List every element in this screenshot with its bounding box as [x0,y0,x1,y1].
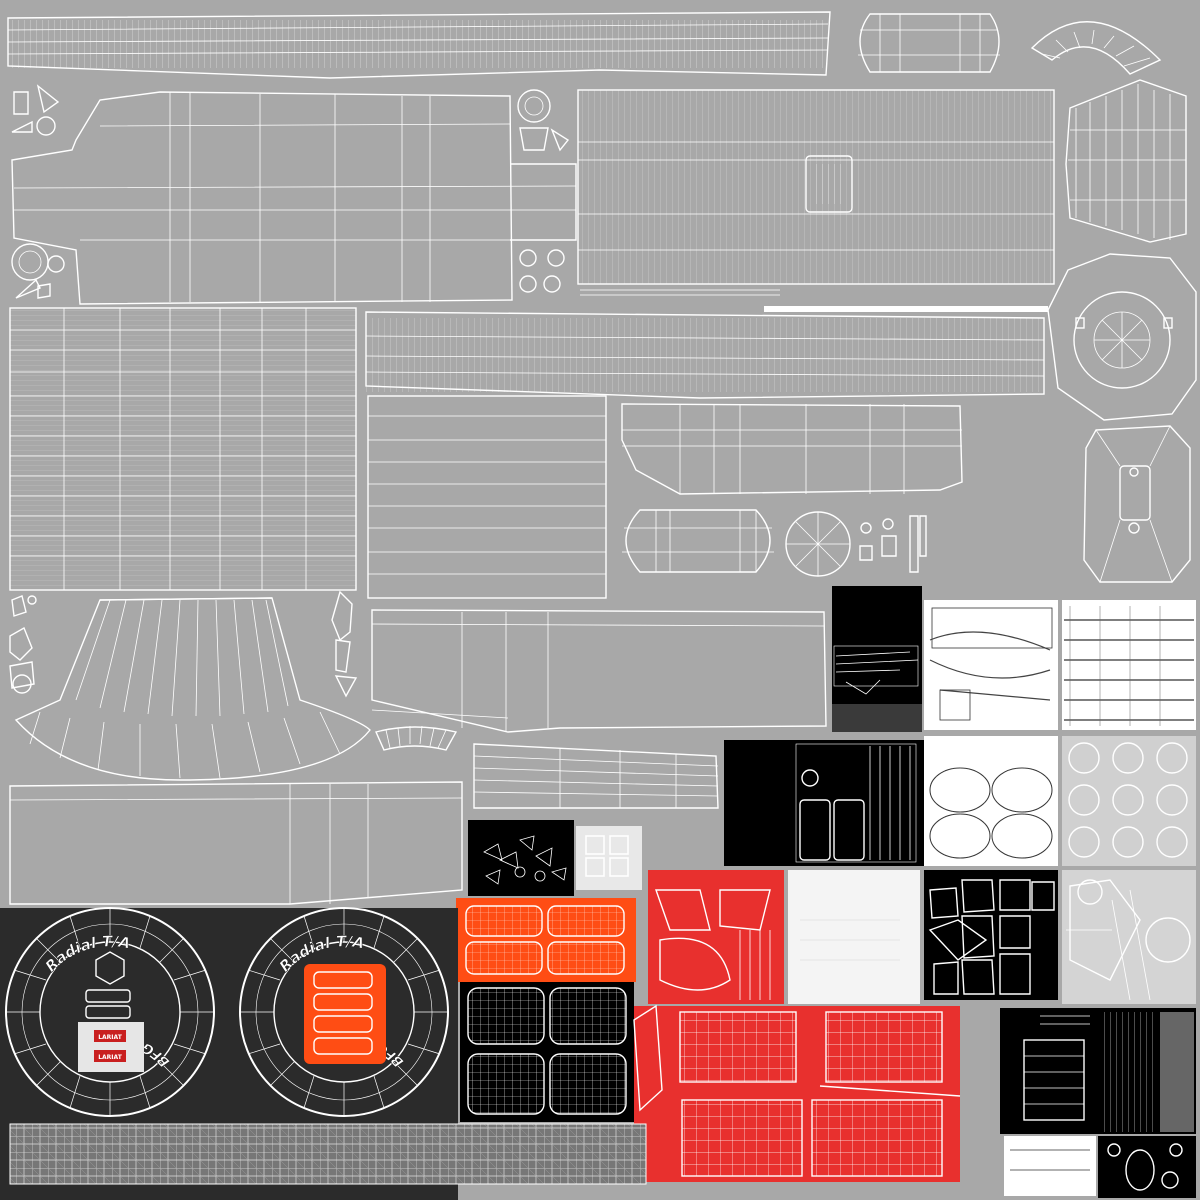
texture-tile-lines [1100,1008,1196,1134]
uv-shell-bolts [859,515,927,573]
uv-shell-tailgate [9,781,463,905]
uv-shell-bumper [621,403,963,495]
texture-tile-black-cubes [924,870,1058,1000]
texture-tile-window [576,826,642,890]
lariat-badge-text-2: LARIAT [98,1054,122,1061]
texture-tile-red-headlights [633,1004,961,1182]
texture-tile-dark-2 [1000,1008,1100,1134]
uv-shell-small-gems [9,590,358,698]
texture-tile-dark-1 [832,586,922,732]
lariat-badge-panel: LARIAT LARIAT [78,1022,144,1072]
orange-lens-panel [304,964,386,1064]
texture-tile-rims [1062,736,1196,866]
texture-tile-wire-4 [1004,1136,1096,1196]
lariat-badge-text-1: LARIAT [98,1034,122,1041]
texture-tile-black-parts [724,740,924,866]
uv-shell-fender-arc [14,597,371,781]
uv-shell-capsule-top [858,13,1000,73]
uv-shell-tank-piece [1083,425,1191,583]
texture-tile-black-grille [460,982,634,1122]
uv-shell-floor-panel [367,395,607,599]
texture-tile-orange-grille [456,898,636,982]
texture-tile-dark-3 [1098,1136,1196,1198]
uv-shell-top-strip [7,11,831,79]
uv-shell-capsule-mid [622,509,774,573]
uv-shell-door-panel [371,609,827,733]
tire-tread-strip [9,1123,647,1185]
texture-tile-small-wire [468,820,574,896]
uv-shell-small-pieces-mid [517,89,570,293]
texture-tile-wire-3 [1062,870,1196,1004]
uv-shell-seat-back [1065,79,1187,243]
uv-shell-wheel-hub-top [1047,253,1197,421]
uv-shell-wheel-small [785,511,851,577]
uv-shell-arc-top [1030,21,1162,75]
texture-tile-wire-2 [1062,600,1196,730]
texture-tile-red-lights [648,870,784,1004]
uv-shell-roof-panel [577,89,1055,312]
uv-shell-small-pieces-left [11,84,65,299]
texture-tile-wheels-wire [924,736,1058,866]
texture-tile-wire-1 [924,600,1058,730]
uv-shell-stacked-panels [9,307,357,591]
uv-shell-bed-side [365,311,1045,399]
uv-shell-cab-side [11,91,577,305]
uv-shell-step-strip [473,743,719,809]
uv-shell-arc-small [375,725,458,751]
texture-tile-white-panel [788,870,920,1004]
